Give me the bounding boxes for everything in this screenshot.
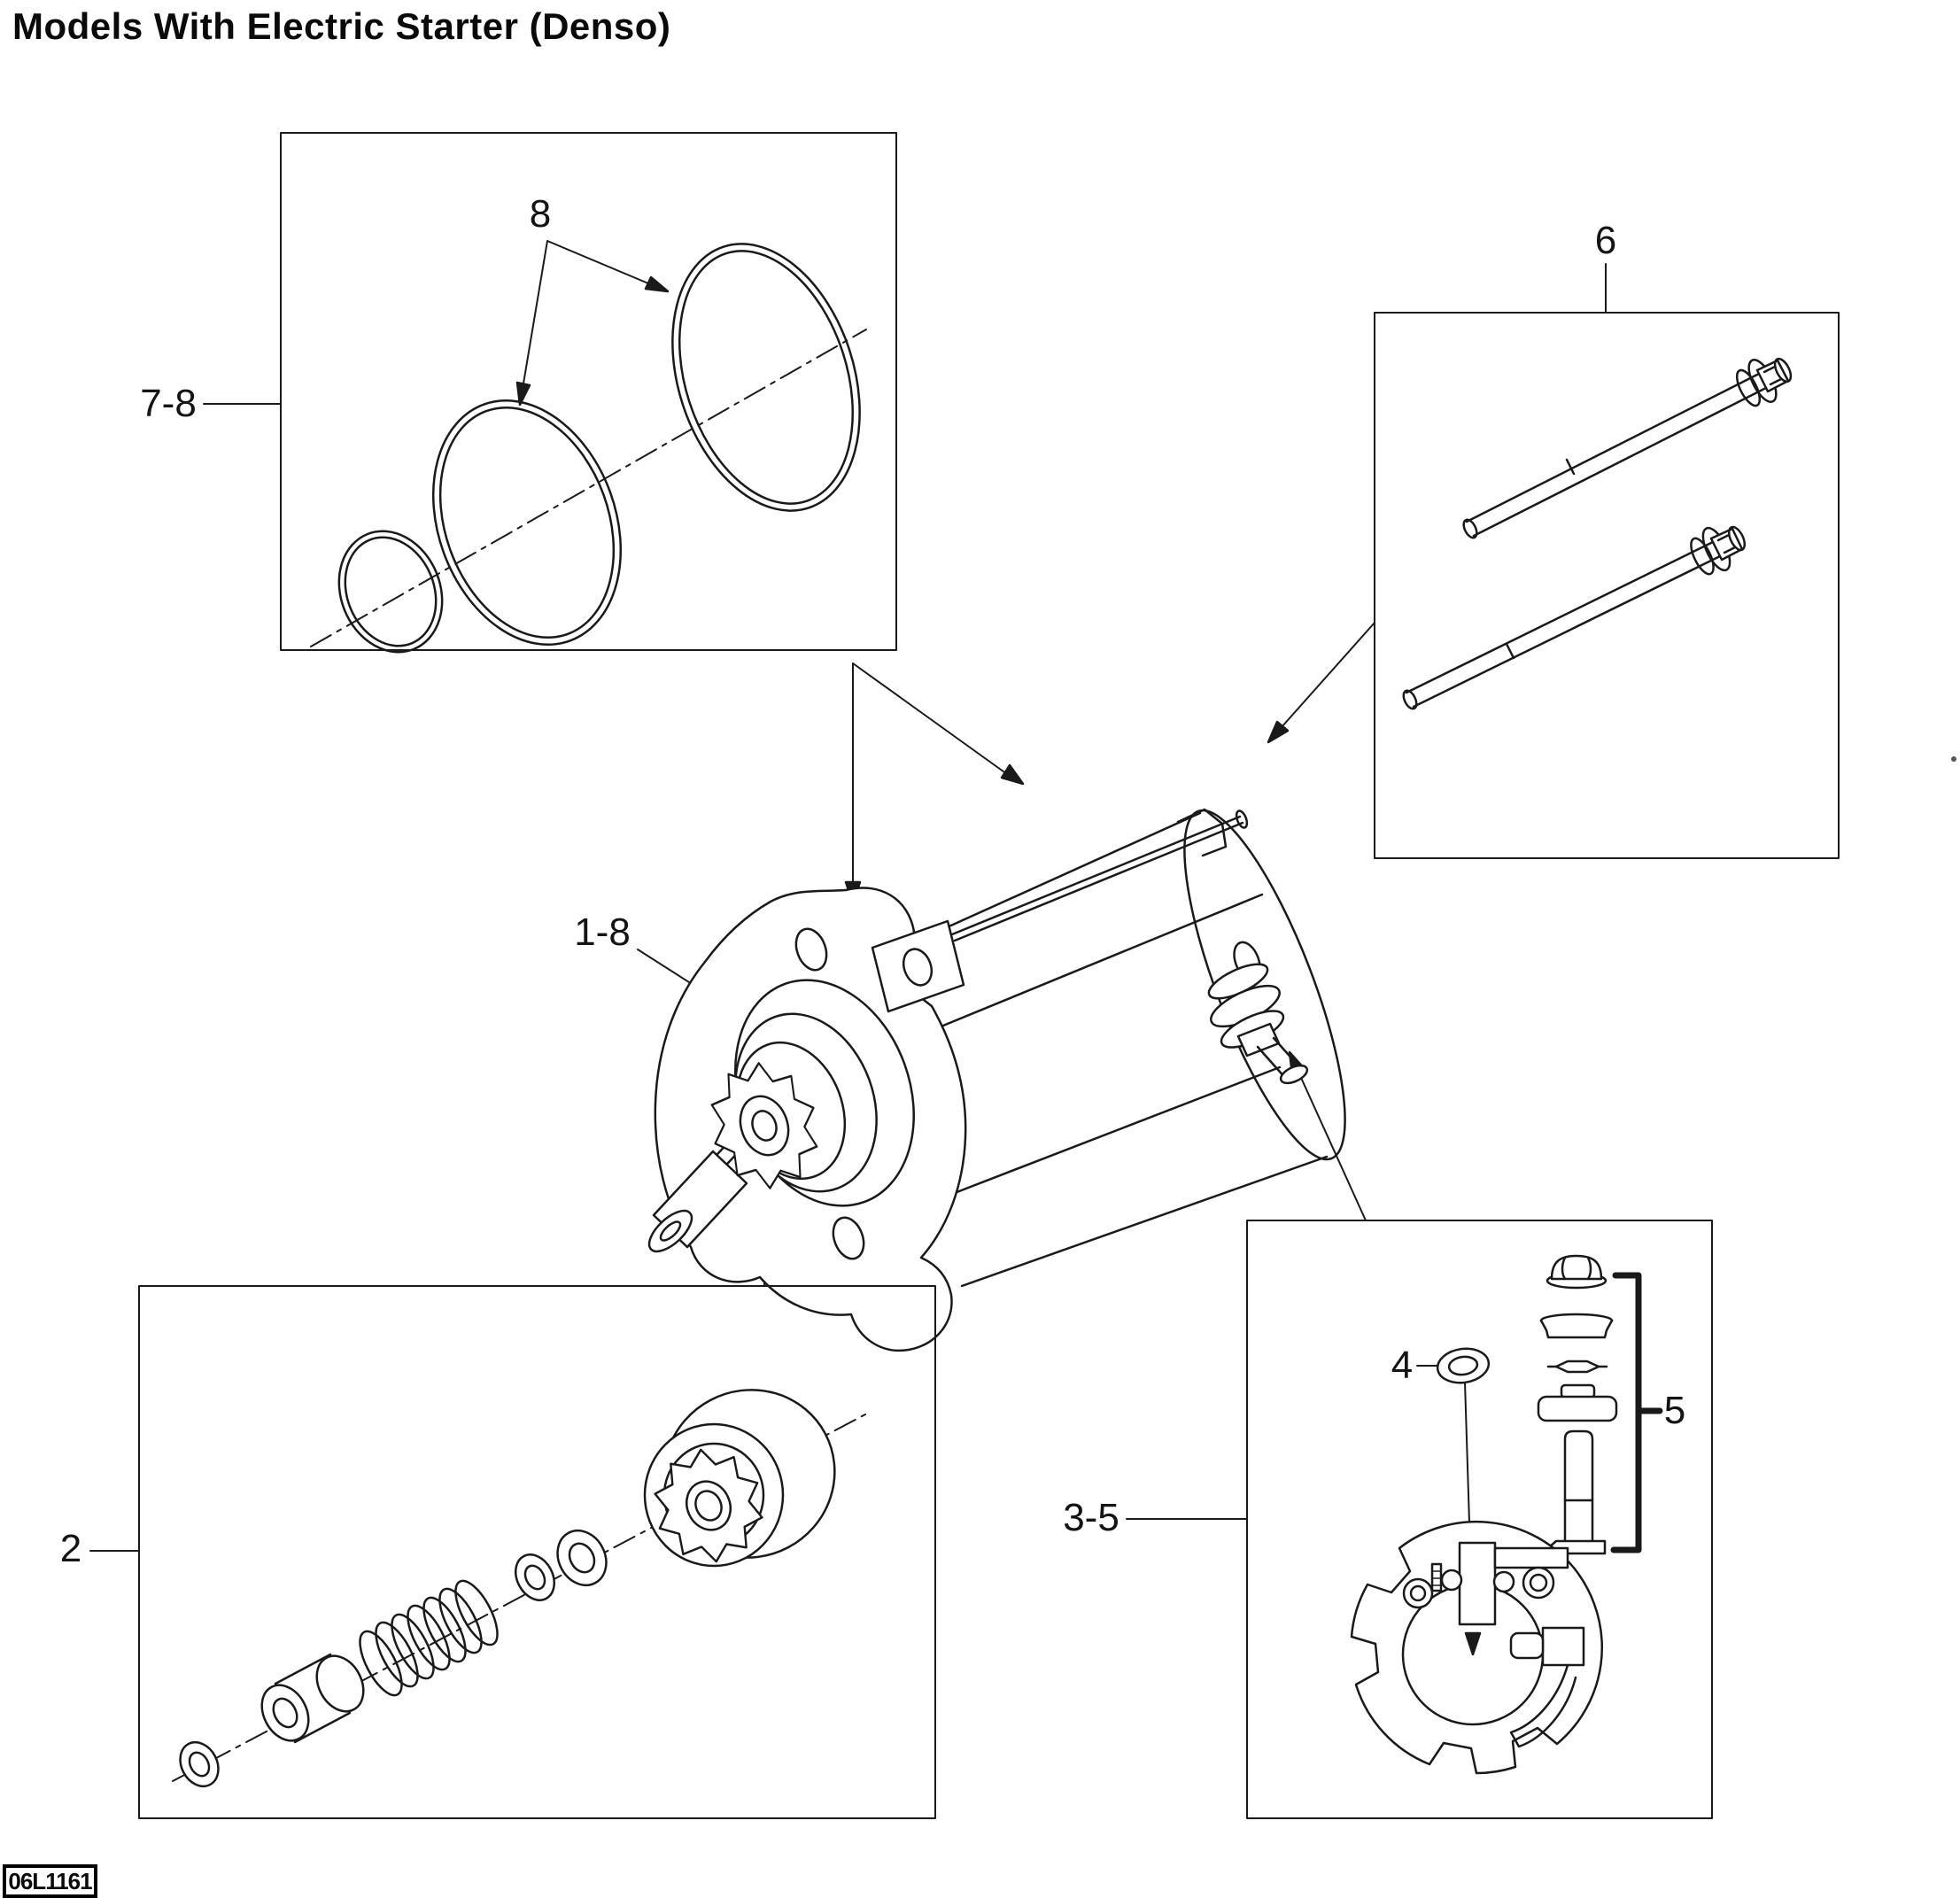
clutch-pinion-gear-icon [654, 1448, 763, 1563]
terminal-strap [1493, 1546, 1569, 1569]
terminal-nut-icon [1546, 1254, 1608, 1290]
rear-boss [1176, 808, 1228, 857]
inset-box-drive [138, 1285, 936, 1819]
through-bolt-rod [950, 815, 1244, 942]
brush-right [1541, 1626, 1585, 1667]
part-label-4: 4 [1391, 1344, 1414, 1387]
oring-small-icon [337, 530, 444, 654]
part-label-5: 5 [1663, 1389, 1686, 1432]
terminal-oring-icon [1436, 1347, 1491, 1384]
washer-mid-icon [515, 1553, 555, 1601]
inset-box-brush [1246, 1220, 1713, 1819]
oring-install-arrowhead [1464, 1631, 1482, 1656]
callout-arrows-8 [515, 240, 670, 407]
stray-mark [1951, 756, 1956, 762]
oring-centerline [310, 329, 867, 647]
terminal-bolt-icon [1547, 1429, 1607, 1555]
return-spring-icon [359, 1579, 499, 1697]
page-title: Models With Electric Starter (Denso) [12, 5, 671, 47]
drive-shaft-nose [647, 1137, 755, 1253]
oring-medium-icon [431, 399, 623, 646]
leader-lines [89, 263, 1607, 1552]
inset-box-orings [280, 132, 897, 654]
clutch-drum-icon [643, 1389, 836, 1568]
part-label-6: 6 [1594, 219, 1617, 262]
washer-large-icon [556, 1529, 608, 1587]
stop-collar-icon [260, 1653, 365, 1744]
terminal-washer-icon [1546, 1360, 1608, 1374]
brush-holder-top [1458, 1541, 1497, 1626]
part-label-7-8: 7-8 [140, 382, 197, 425]
part-label-3-5: 3-5 [1063, 1496, 1119, 1539]
part-label-8: 8 [529, 192, 552, 236]
document-code: 06L1161 [3, 1864, 97, 1898]
brush-plate-icon [1350, 1520, 1604, 1775]
starter-motor [647, 808, 1346, 1352]
motor-body [916, 808, 1346, 1288]
part-label-2: 2 [59, 1527, 82, 1570]
oring-large-icon [671, 243, 861, 512]
bolt-lower-icon [1402, 525, 1747, 710]
inset-box-bolts [1374, 312, 1840, 859]
flange-ear-hole-bottom [832, 1216, 865, 1260]
flange-ear-hole-top [794, 927, 828, 972]
brush-spring-right [1509, 1631, 1545, 1660]
bolt-upper-icon [1462, 357, 1793, 539]
brush-lead-wire [1509, 1663, 1577, 1748]
part-label-1-8: 1-8 [574, 910, 631, 954]
terminal-cap-icon [1539, 1313, 1614, 1339]
washer-small-icon [179, 1740, 220, 1788]
front-flange [654, 887, 967, 1352]
pinion-gear [710, 1062, 818, 1189]
terminal-stud [1207, 963, 1309, 1085]
terminal-insulator-icon [1537, 1383, 1618, 1422]
